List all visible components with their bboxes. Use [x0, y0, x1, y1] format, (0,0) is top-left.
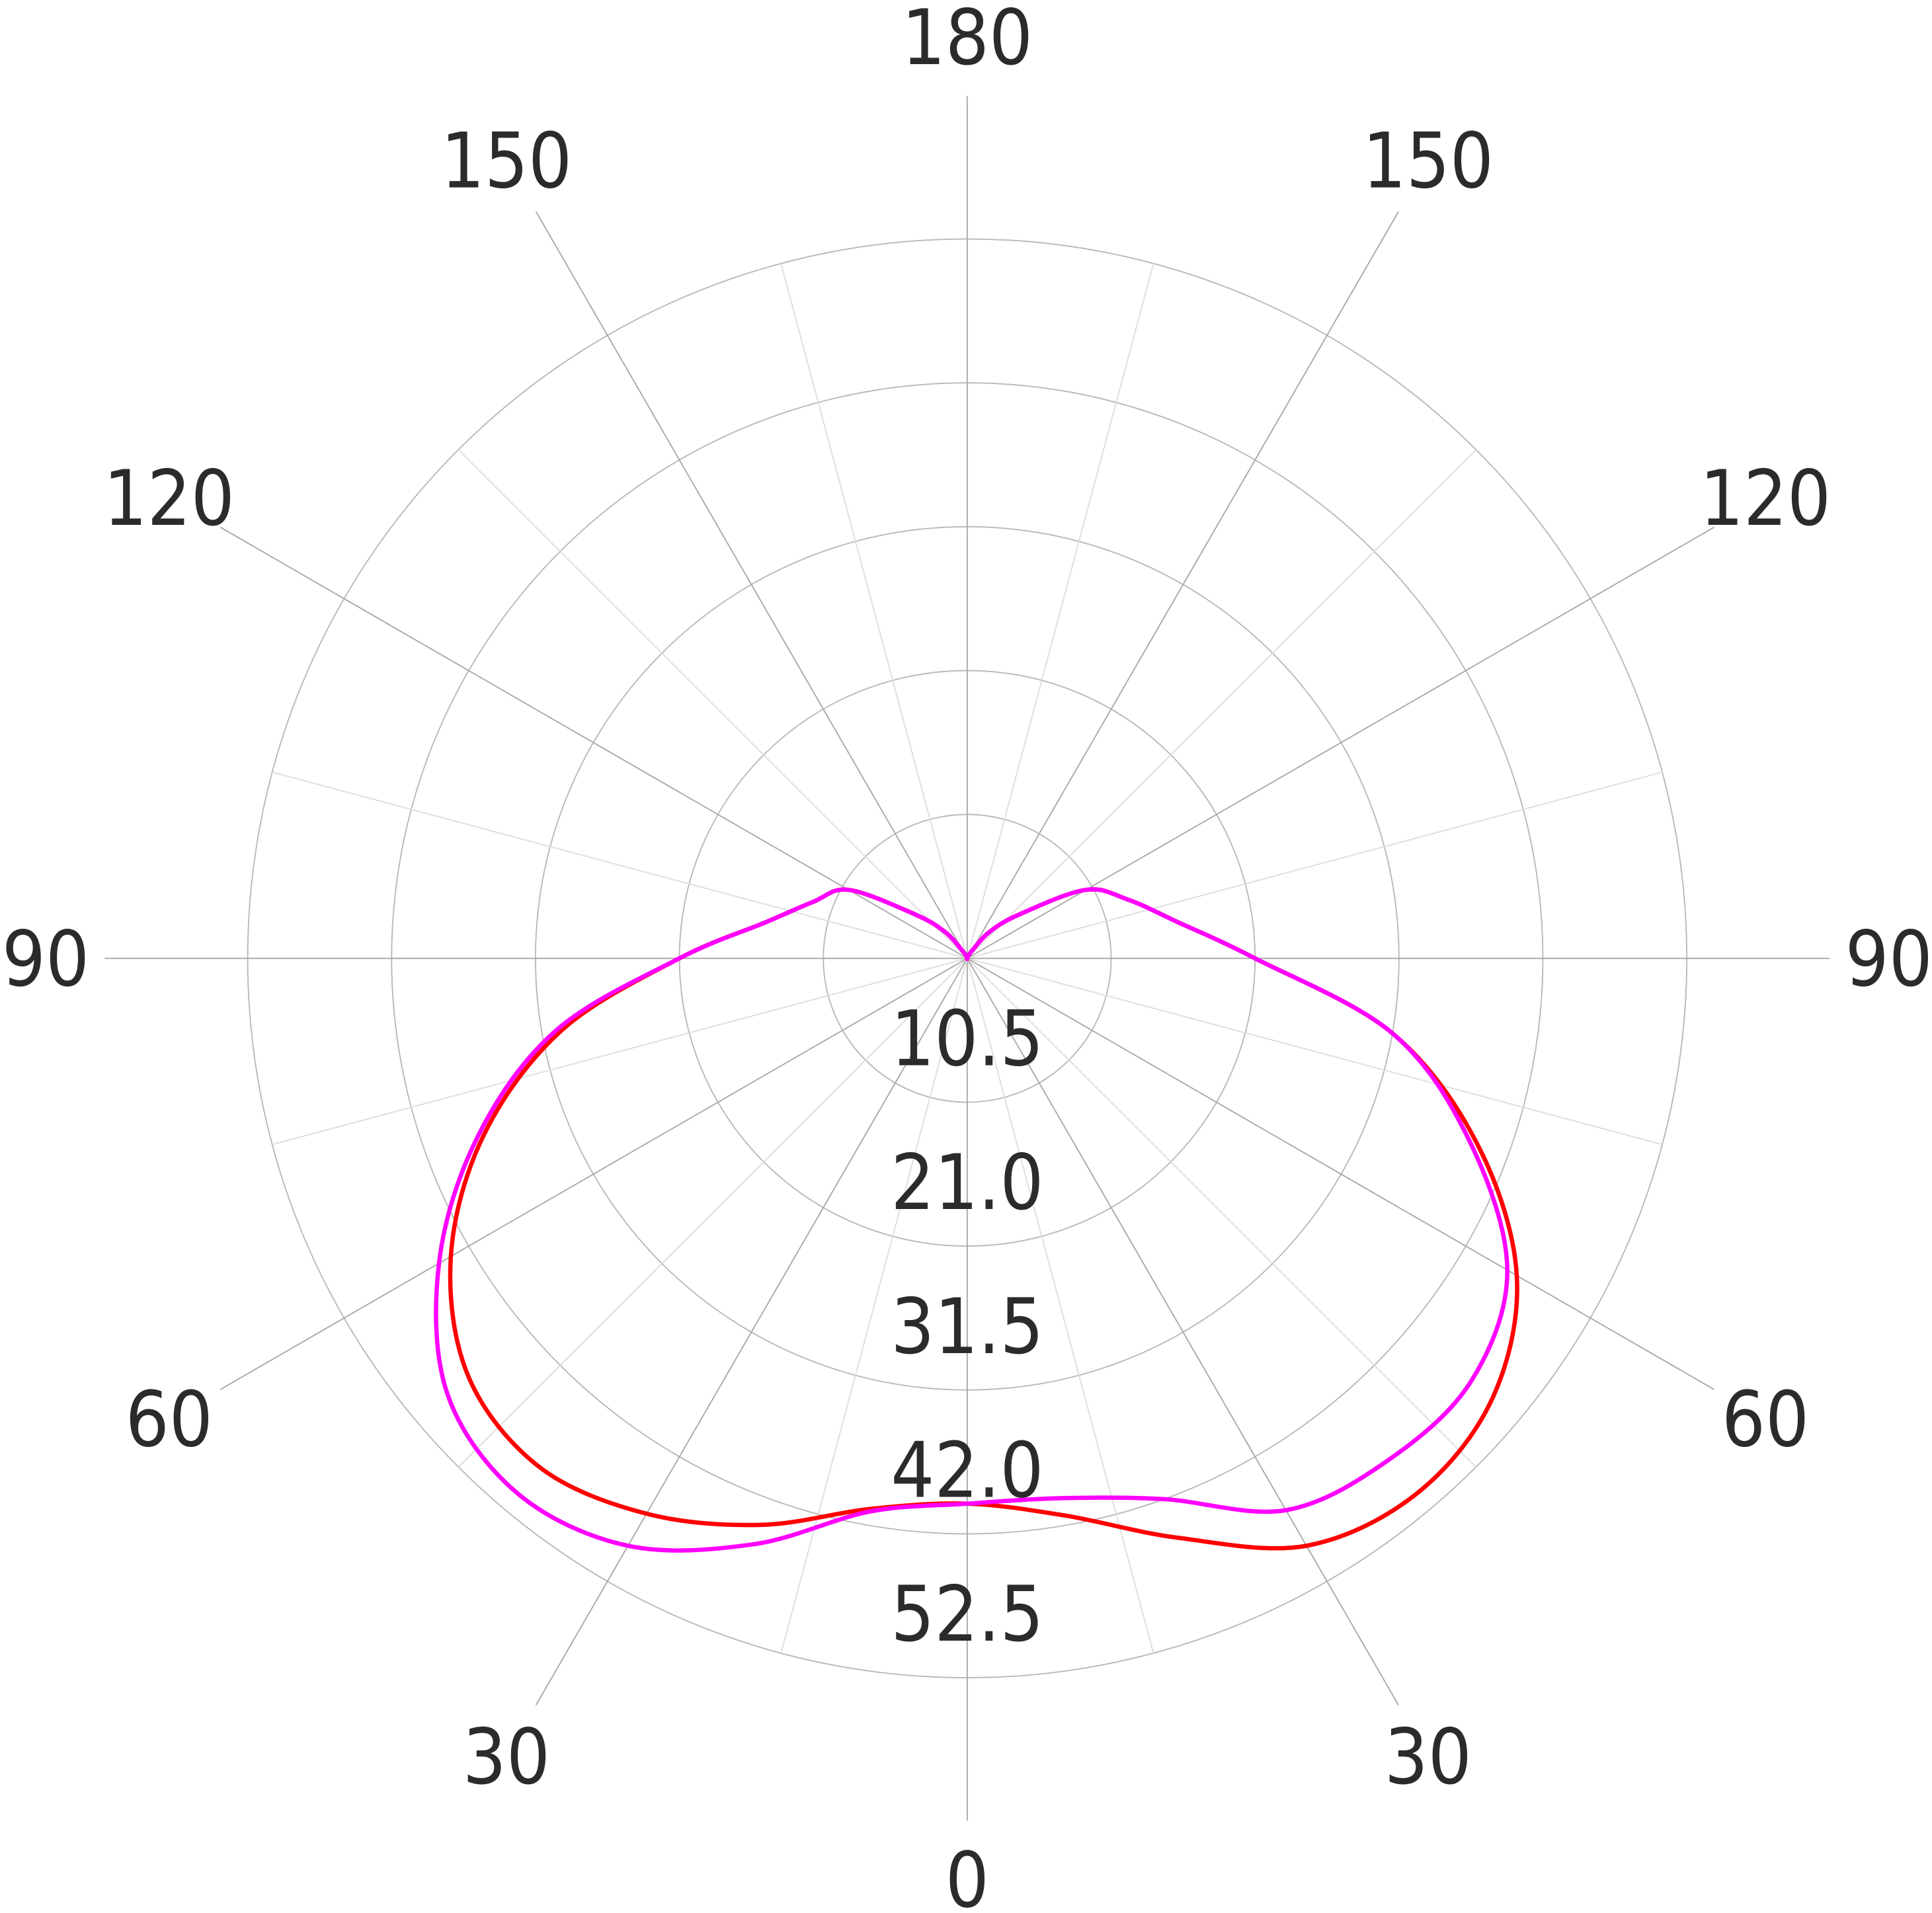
angle-tick-label: 30 [463, 1713, 550, 1802]
grid-spoke [967, 957, 1715, 1390]
angle-tick-label: 120 [104, 455, 235, 543]
grid-spoke [780, 263, 968, 959]
grid-spoke [967, 211, 1399, 959]
grid-spoke [458, 449, 968, 959]
angle-tick-label: 30 [1385, 1713, 1472, 1802]
grid-spoke [535, 211, 968, 959]
grid-spoke [967, 526, 1715, 959]
angle-tick-label: 150 [1363, 118, 1494, 206]
angle-tick-label: 90 [2, 916, 89, 1004]
radial-tick-label: 10.5 [891, 996, 1043, 1084]
radial-tick-labels: 10.521.031.542.052.5 [891, 996, 1043, 1660]
grid-spoke [967, 958, 1399, 1705]
grid-spoke [967, 771, 1663, 959]
angle-tick-label: 150 [441, 118, 572, 206]
series-line-magenta [434, 887, 1509, 1553]
grid-spoke [220, 957, 968, 1390]
angle-tick-label: 120 [1700, 455, 1831, 543]
series-lines [434, 887, 1519, 1553]
grid-spoke [458, 958, 968, 1467]
angle-tick-label: 60 [126, 1376, 213, 1465]
radial-tick-label: 52.5 [891, 1571, 1043, 1659]
polar-grid [104, 96, 1830, 1821]
grid-spoke [966, 958, 1154, 1654]
grid-spoke [535, 958, 968, 1705]
grid-spoke [967, 958, 1477, 1467]
radial-tick-label: 21.0 [891, 1139, 1043, 1228]
grid-spoke [272, 957, 968, 1146]
angle-tick-label: 90 [1845, 916, 1932, 1004]
grid-spoke [967, 449, 1477, 959]
angle-tick-label: 60 [1722, 1376, 1809, 1465]
grid-spoke [966, 263, 1154, 959]
grid-spoke [272, 771, 968, 959]
grid-spoke [780, 958, 968, 1654]
angle-tick-label: 180 [902, 0, 1033, 83]
radial-tick-label: 31.5 [891, 1283, 1043, 1372]
angle-tick-label: 0 [946, 1837, 989, 1913]
grid-spoke [220, 526, 968, 959]
grid-spoke [967, 957, 1663, 1146]
